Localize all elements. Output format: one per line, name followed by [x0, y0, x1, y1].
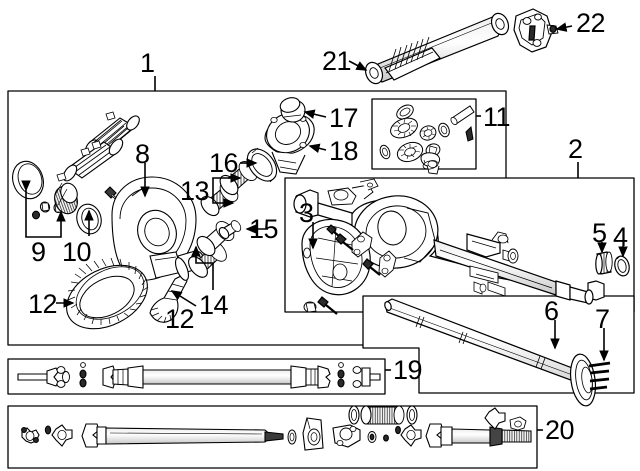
callout-2: 2 — [568, 134, 583, 164]
callout-5: 5 — [592, 218, 607, 248]
leader-lines — [21, 22, 628, 431]
part-cover-bolts — [303, 224, 345, 315]
leader-18 — [308, 143, 327, 153]
part-snap-rings-left — [79, 362, 87, 388]
part-spider-cross-a — [21, 427, 40, 444]
callout-10: 10 — [62, 237, 92, 267]
part-axle-housing — [293, 178, 605, 305]
callout-19: 19 — [393, 355, 423, 385]
part-rear-tube — [451, 426, 532, 447]
part-pinion-shim — [218, 220, 242, 239]
part-pinion-gear-a — [419, 125, 437, 141]
part-slip-yoke-right — [305, 365, 331, 389]
differential-carrier-parts — [12, 97, 315, 330]
leader-22 — [555, 22, 573, 32]
leader-21 — [348, 60, 368, 71]
callout-3: 3 — [299, 198, 314, 228]
part-shock-absorber — [364, 12, 510, 85]
part-bearing-race-stack-lower — [56, 138, 124, 182]
part-lock-pin — [465, 125, 474, 142]
callout-6: 6 — [544, 296, 559, 326]
callout-17: 17 — [329, 103, 359, 133]
callout-13: 13 — [180, 176, 210, 206]
part-ring-gear — [66, 257, 149, 330]
part-side-gear-b — [396, 141, 424, 163]
callout-15: 15 — [249, 214, 279, 244]
part-spider-cross-c — [400, 424, 422, 447]
part-slip-yoke-left — [102, 365, 129, 389]
callout-1: 1 — [140, 48, 155, 78]
callout-4: 4 — [613, 222, 628, 252]
callout-20: 20 — [545, 415, 575, 445]
rear-drive-shaft-parts — [21, 405, 532, 451]
callout-18: 18 — [329, 136, 359, 166]
part-yoke-far-right — [509, 416, 527, 431]
part-flange-studs — [588, 361, 611, 391]
callout-16: 16 — [209, 148, 239, 178]
part-pinion-nut — [279, 97, 306, 123]
part-u-joint-yoke-left — [46, 366, 70, 388]
leader-9 — [21, 180, 66, 238]
callout-8: 8 — [135, 139, 150, 169]
callout-12b: 12 — [165, 304, 195, 334]
part-differential-cover — [301, 218, 371, 296]
part-cross-pin — [450, 105, 475, 126]
differential-internal-kit-parts — [379, 104, 475, 175]
part-slip-spline-kit — [348, 405, 418, 425]
callout-22: 22 — [576, 8, 606, 38]
callout-9: 9 — [31, 237, 46, 267]
callout-12: 12 — [28, 289, 58, 319]
part-shock-mount-bracket — [513, 8, 559, 53]
part-thrust-cap — [420, 152, 441, 175]
axle-housing-parts — [293, 178, 630, 315]
part-side-gear-a — [390, 117, 418, 139]
part-axle-bearing — [595, 251, 613, 275]
callout-14: 14 — [199, 290, 229, 320]
callout-21: 21 — [322, 46, 352, 76]
part-front-yoke — [81, 423, 107, 448]
leader-17 — [303, 109, 327, 119]
part-shaft-tube — [127, 365, 307, 389]
part-pinion-yoke — [264, 112, 315, 175]
shock-absorber-parts — [364, 8, 559, 85]
part-snap-rings-right — [337, 362, 345, 388]
part-main-tube — [105, 427, 284, 445]
leader-12-pinion — [170, 290, 197, 307]
part-axle-seal — [614, 255, 630, 277]
part-spider-cross-b — [51, 424, 73, 447]
front-drive-shaft-parts — [17, 362, 381, 389]
callout-7: 7 — [595, 304, 610, 334]
part-center-support — [332, 424, 361, 448]
leader-14 — [191, 245, 214, 290]
part-center-bearing-bracket — [302, 417, 324, 451]
axle-shaft-parts — [384, 298, 611, 407]
part-u-joint-yoke-right — [352, 366, 381, 388]
part-spider-cross-d — [484, 407, 506, 430]
part-housing-brackets — [335, 231, 397, 278]
part-rear-yoke — [425, 423, 453, 448]
callout-11: 11 — [483, 102, 511, 132]
